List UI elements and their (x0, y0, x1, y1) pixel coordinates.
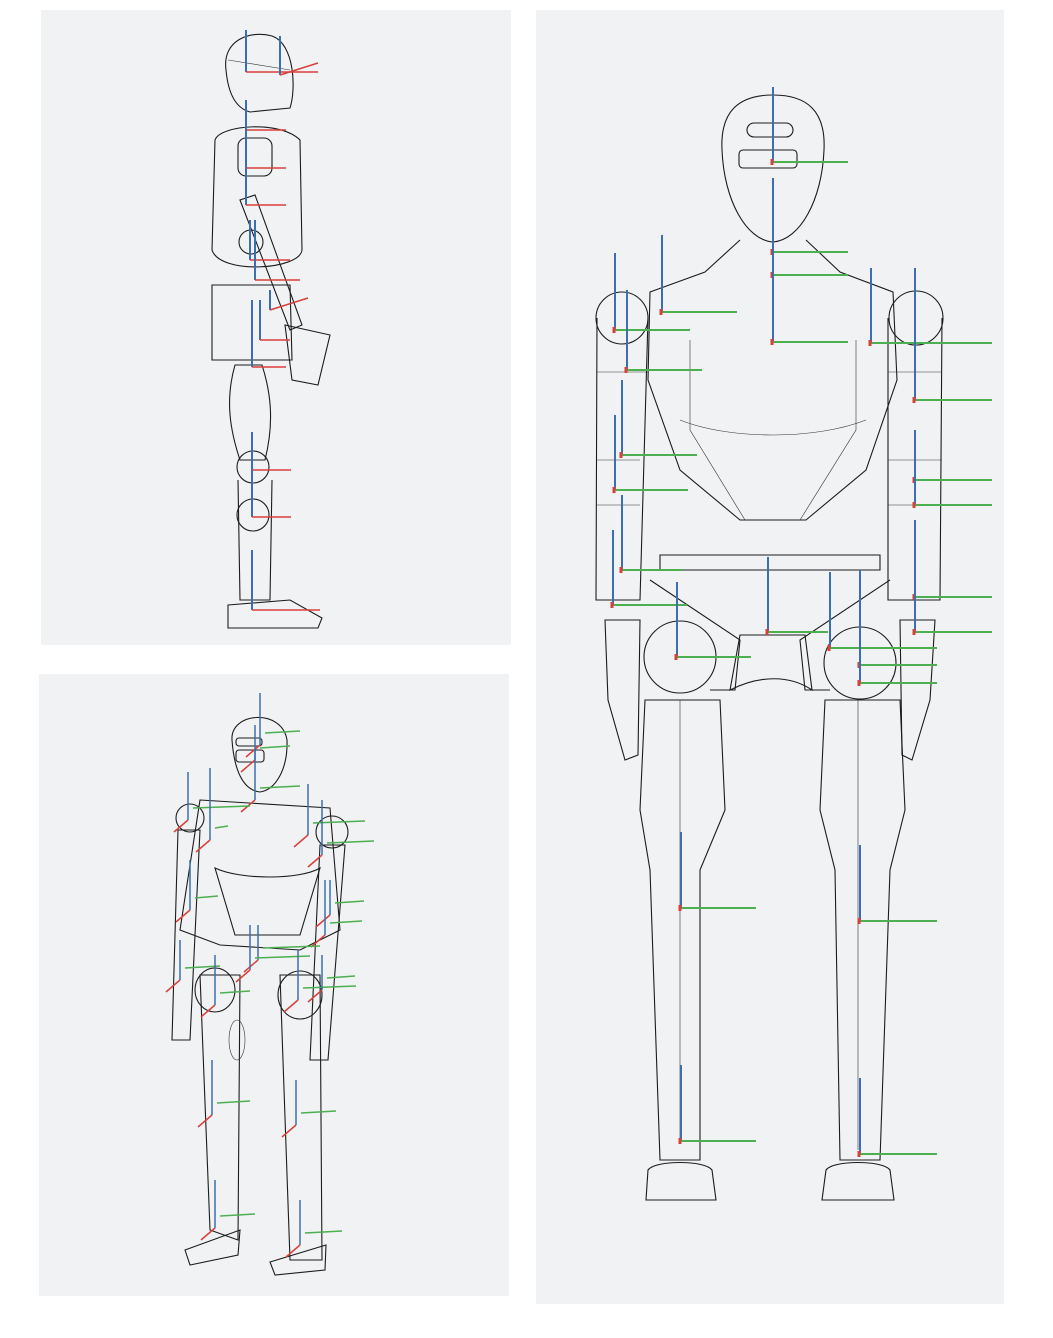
y-axis (264, 730, 301, 734)
x-axis (173, 819, 189, 833)
x-axis (315, 914, 331, 928)
x-axis (310, 934, 326, 948)
isometric-view-panel (39, 674, 509, 1296)
front-view-panel (536, 10, 1004, 1304)
y-axis (184, 965, 221, 969)
x-axis (175, 909, 191, 923)
y-axis (194, 895, 219, 899)
y-axis (300, 1110, 337, 1114)
front-robot-outline (595, 94, 944, 1201)
x-axis (279, 62, 319, 76)
side-robot-outline (211, 33, 331, 629)
x-axis (283, 999, 299, 1013)
x-axis (245, 744, 261, 758)
joint-frames (165, 30, 992, 1258)
x-axis (165, 979, 181, 993)
x-axis (235, 969, 251, 983)
x-axis (307, 854, 323, 868)
y-axis (216, 1100, 251, 1104)
y-axis (259, 745, 291, 749)
x-axis (285, 1244, 301, 1258)
y-axis (302, 985, 357, 989)
isometric-robot-outline (171, 717, 349, 1276)
y-axis (334, 900, 365, 904)
y-axis (259, 785, 301, 789)
y-axis (219, 1213, 256, 1217)
x-axis (200, 1004, 216, 1018)
x-axis (269, 297, 309, 311)
y-axis (329, 920, 363, 924)
side-view-panel (41, 10, 511, 645)
y-axis (262, 945, 321, 949)
y-axis (254, 955, 311, 959)
x-axis (281, 1124, 297, 1138)
x-axis (240, 759, 256, 773)
y-axis (304, 1230, 343, 1234)
x-axis (200, 1227, 216, 1241)
y-axis (219, 990, 251, 994)
y-axis (192, 805, 251, 809)
y-axis (326, 840, 375, 844)
x-axis (293, 834, 309, 848)
x-axis (307, 989, 323, 1003)
x-axis (195, 839, 211, 853)
x-axis (197, 1114, 213, 1128)
y-axis (214, 825, 229, 829)
y-axis (326, 975, 356, 979)
x-axis (243, 959, 259, 973)
